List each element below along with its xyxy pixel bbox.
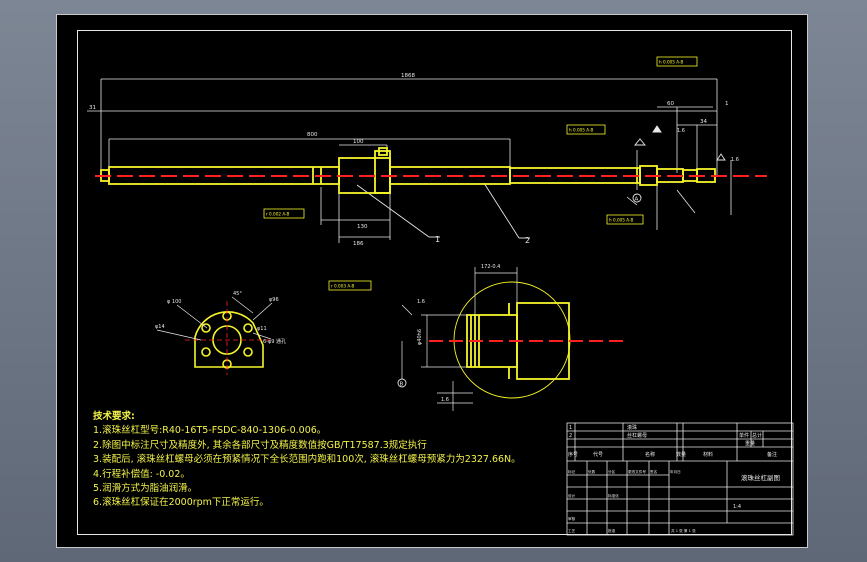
drawing-name: 滚珠丝杠副图 (741, 473, 780, 482)
flange-label-1: φ 100 (167, 299, 181, 305)
tb-process: 工艺 (568, 528, 576, 533)
tb-zone: 分区 (608, 469, 616, 474)
datum-b-label: B (400, 382, 404, 388)
detail-dim-dia: φ40h6 (417, 329, 423, 345)
dim-nut-len: 130 (357, 224, 368, 230)
tb-header-material: 材料 (703, 451, 713, 458)
dim-left-end: 31 (89, 105, 96, 111)
tb-scale: 1:4 (733, 504, 741, 510)
tb-change-doc: 更改文件号 (628, 469, 646, 474)
title-block-lines (566, 422, 794, 536)
dimension-lines (87, 78, 732, 243)
tb-header-unit: 单件 (739, 432, 749, 439)
tol-frame-2: h 0.005 A-B (569, 128, 593, 133)
tb-date: 年月日 (670, 469, 681, 474)
tb-header-code: 代号 (593, 451, 603, 458)
dim-right-3: 1 (725, 101, 729, 107)
tb-approve: 批准 (608, 528, 616, 533)
flange-label-2: 45° (233, 291, 242, 297)
dim-center-span: 800 (307, 132, 318, 138)
notes-title: 技术要求: (93, 411, 135, 422)
dim-nut-total: 186 (353, 241, 364, 247)
tol-frame-5: r 0.003 A-B (331, 284, 355, 289)
tb-row1-no: 1 (569, 425, 572, 431)
geometric-tolerance-frames (263, 56, 698, 291)
tb-count: 处数 (588, 469, 596, 474)
flange-label-5: φ14 (155, 324, 165, 330)
datum-markers (397, 125, 726, 388)
note-line: 6.滚珠丝杠保证在2000rpm下正常运行。 (93, 497, 269, 509)
tb-header-weight: 重量 (745, 440, 755, 447)
dim-nut-flange: 100 (353, 139, 364, 145)
tb-row2-no: 2 (569, 433, 572, 439)
tol-frame-4: h 0.005 A-B (609, 218, 633, 223)
drawing-canvas: 1 2 1868 31 800 100 130 186 60 34 1 (56, 14, 808, 548)
drawing-border (77, 30, 792, 535)
tb-header-qty: 数量 (676, 451, 686, 458)
detail-dimension-lines (401, 267, 518, 411)
tb-header-name: 名称 (645, 451, 655, 458)
tb-sheet: 共 1 张 第 1 张 (671, 528, 696, 533)
dim-right-1: 60 (667, 101, 674, 107)
tb-header-remark: 备注 (767, 451, 777, 458)
tb-design: 设计 (568, 493, 576, 498)
note-line: 3.装配后, 滚珠丝杠螺母必须在预紧情况下全长范围内跑和100次, 滚珠丝杠螺母… (93, 454, 521, 466)
tb-sign: 签名 (650, 469, 658, 474)
detail-dim-diag: 1.6 (417, 299, 425, 305)
tb-review: 审核 (568, 516, 576, 521)
part-leaders (356, 182, 530, 239)
datum-a-label: A (635, 197, 639, 203)
roughness-mark-1: 1.6 (731, 157, 739, 163)
roughness-mark-2: 1.6 (677, 128, 685, 134)
note-line: 4.行程补偿值: -0.02。 (93, 468, 190, 480)
tb-header-total: 总计 (752, 432, 762, 439)
tb-row1-name: 滚珠 (627, 424, 637, 431)
tol-frame-1: h 0.005 A-B (659, 60, 683, 65)
dim-overall: 1868 (401, 73, 415, 79)
flange-centerlines (185, 301, 271, 375)
note-line: 1.滚珠丝杠型号:R40-16T5-FSDC-840-1306-0.006。 (93, 425, 327, 437)
flange-label-3: φ96 (269, 297, 279, 303)
tb-row2-name: 丝杠螺母 (627, 432, 647, 439)
detail-dim-bottom: 1.6 (441, 397, 449, 403)
note-line: 2.除图中标注尺寸及精度外, 其余各部尺寸及精度数值按GB/T17587.3规定… (93, 439, 427, 451)
dim-right-2: 34 (700, 119, 707, 125)
leader-label-1: 1 (435, 235, 440, 244)
note-line: 5.润滑方式为脂油润滑。 (93, 483, 198, 495)
tol-frame-3: r 0.002 A-B (266, 212, 290, 217)
detail-dim-top: 172-0.4 (481, 264, 500, 270)
flange-label-4: φ11 (257, 326, 267, 332)
ball-screw-shaft (100, 147, 716, 194)
tb-standard: 标准化 (608, 493, 619, 498)
tb-header-no: 序号 (568, 451, 578, 458)
tb-mark: 标记 (568, 469, 576, 474)
cad-drawing: 1 2 1868 31 800 100 130 186 60 34 1 (87, 56, 794, 536)
flange-annotations (156, 296, 273, 341)
leader-label-2: 2 (525, 236, 530, 245)
technical-notes: 技术要求: 1.滚珠丝杠型号:R40-16T5-FSDC-840-1306-0.… (93, 410, 521, 511)
flange-hole-label: 6-φ9 通孔 (263, 338, 286, 345)
